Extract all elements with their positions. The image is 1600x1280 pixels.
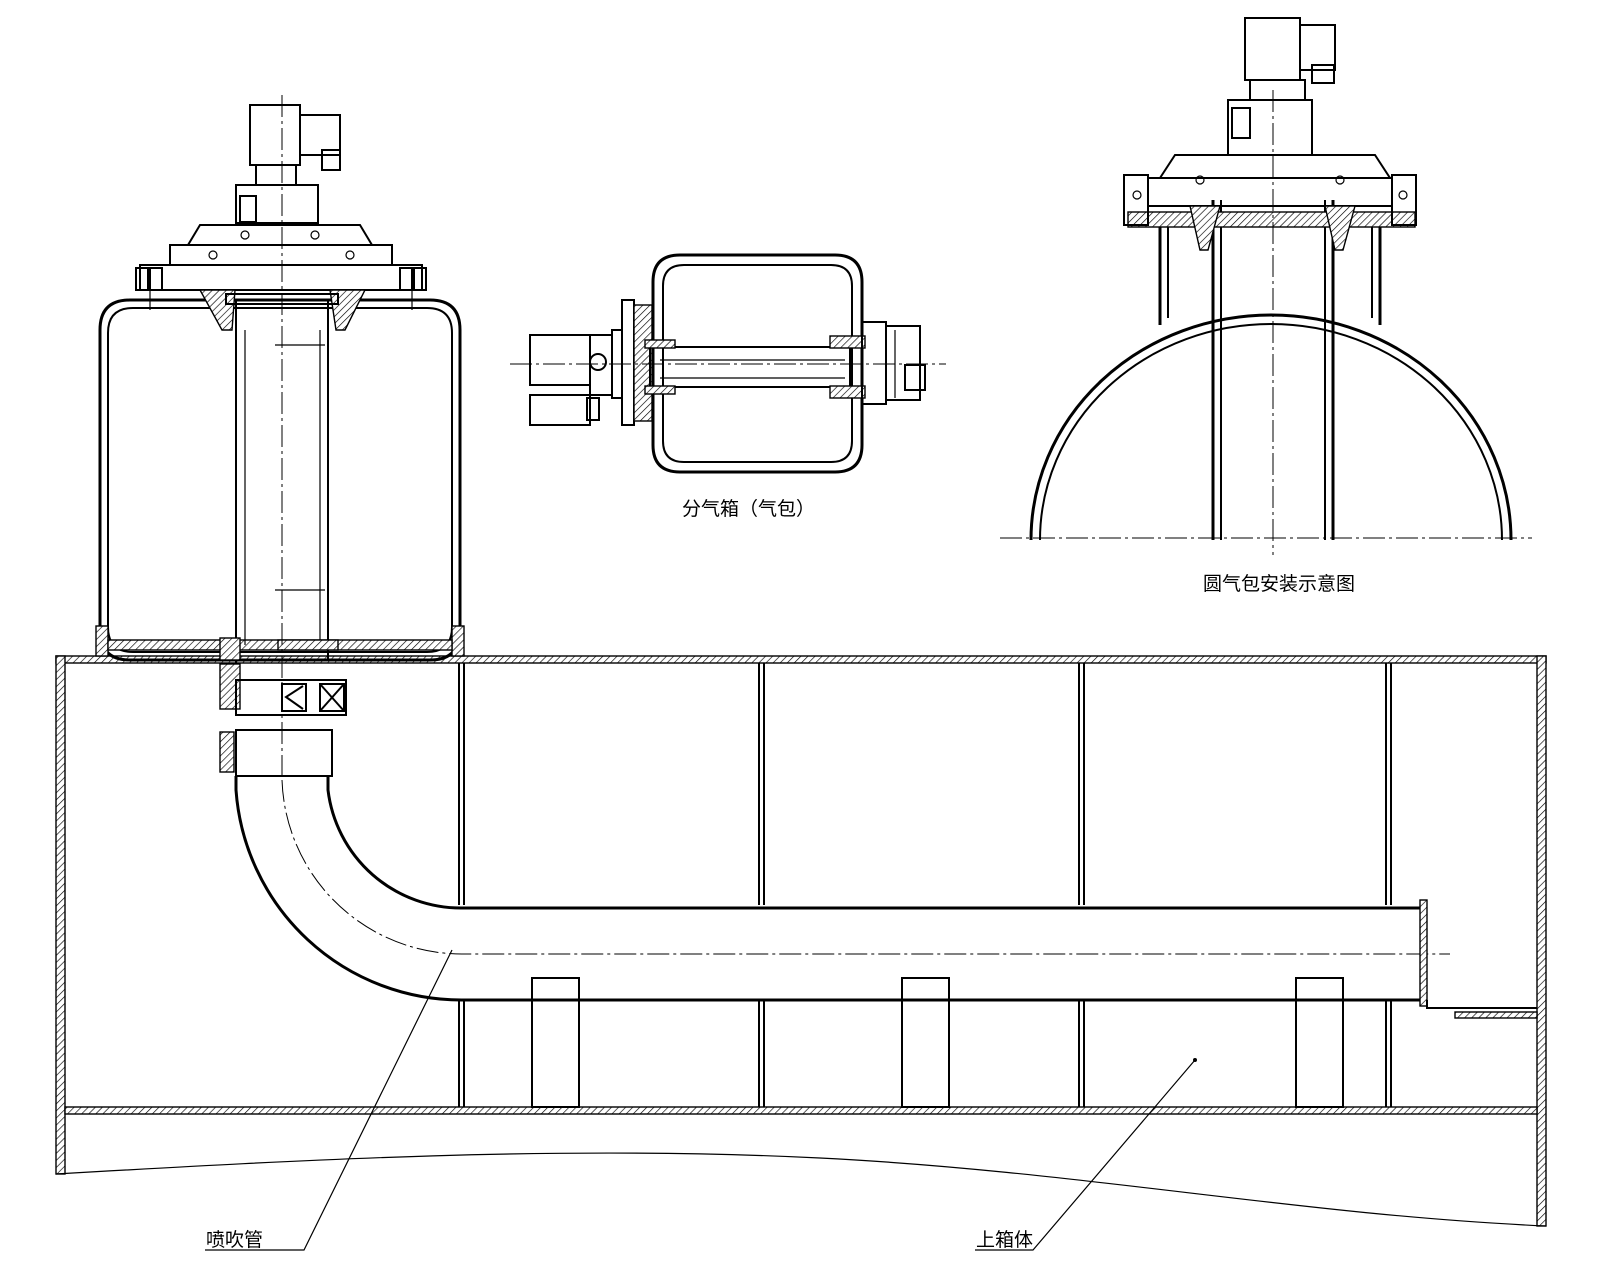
label-distributor-box: 分气箱（气包） bbox=[682, 498, 815, 520]
round-drum-install bbox=[1000, 17, 1532, 555]
label-blow-pipe: 喷吹管 bbox=[206, 1229, 263, 1251]
pulse-valve-left bbox=[135, 95, 427, 780]
blow-pipe bbox=[234, 776, 1538, 1019]
label-upper-box: 上箱体 bbox=[976, 1229, 1033, 1251]
leader-lines bbox=[205, 949, 1197, 1251]
square-air-drum bbox=[95, 298, 465, 662]
distributor-box bbox=[510, 253, 946, 474]
label-round-drum-install: 圆气包安装示意图 bbox=[1203, 573, 1355, 595]
upper-box bbox=[55, 655, 1547, 1227]
